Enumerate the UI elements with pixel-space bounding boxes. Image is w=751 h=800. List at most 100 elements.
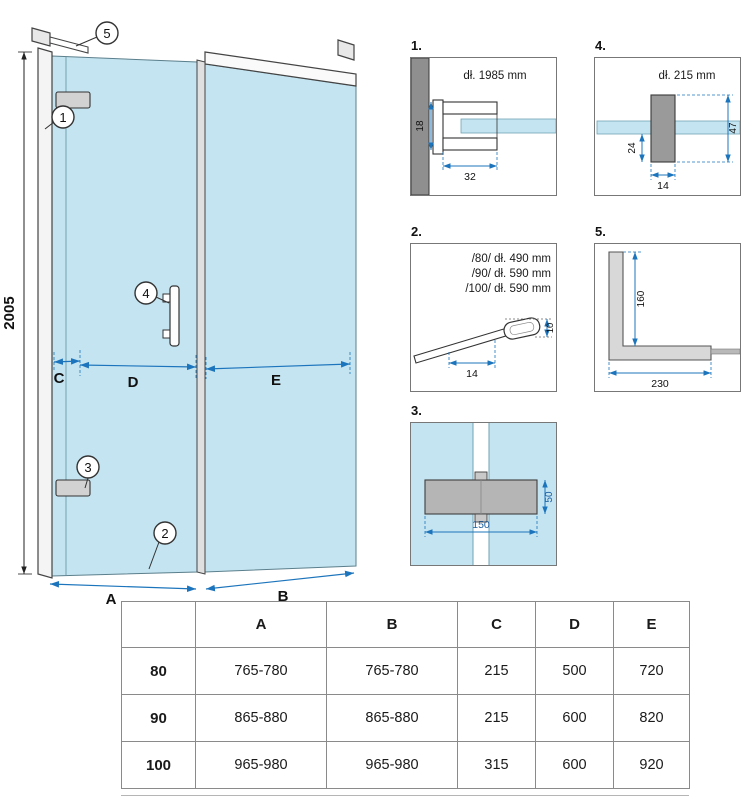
- detail-1-drawing: dł. 1985 mm 18 32: [410, 57, 557, 196]
- dimension-E: E: [205, 352, 351, 389]
- height-dimension-label: 2005: [1, 296, 18, 329]
- cell-100-B: 965-980: [326, 741, 458, 789]
- callout-2-number: 2: [161, 526, 168, 541]
- dim-24-label: 24: [627, 142, 638, 154]
- detail-4-drawing: dł. 215 mm 47 24 14: [596, 70, 741, 192]
- detail-2-label: 2.: [411, 224, 422, 239]
- table-header-D: D: [535, 601, 614, 648]
- detail-2-length-80: /80/ dł. 490 mm: [472, 253, 551, 265]
- detail-3-label: 3.: [411, 403, 422, 418]
- detail-2-box: /80/ dł. 490 mm /90/ dł. 590 mm /100/ dł…: [410, 243, 557, 392]
- table-header-C: C: [457, 601, 536, 648]
- wall-profile-section: [432, 99, 498, 155]
- dimension-14: 14: [448, 340, 496, 380]
- dim-A-label: A: [106, 591, 117, 608]
- right-glass-panel: [204, 63, 357, 573]
- wall-bracket-left: [31, 27, 51, 47]
- dimension-50: 50: [542, 480, 555, 514]
- cell-90-B: 865-880: [326, 694, 458, 742]
- dimension-47: 47: [677, 94, 739, 163]
- table-row-80: 80 765-780 765-780 215 500 720: [121, 647, 690, 695]
- dimension-10: 10: [505, 318, 556, 338]
- detail-5-drawing: 160 230: [608, 251, 741, 390]
- glass-strip: [710, 348, 741, 355]
- dim-50-label: 50: [544, 491, 555, 503]
- cell-90-C: 215: [457, 694, 536, 742]
- top-support-bar: [49, 36, 89, 54]
- dim-230-label: 230: [651, 378, 669, 390]
- callout-1-number: 1: [59, 110, 66, 125]
- size-table-container: A B C D E 80 765-780 765-780 215 500 720…: [121, 601, 690, 789]
- dim-47-label: 47: [728, 122, 739, 134]
- row-label-80: 80: [121, 647, 196, 695]
- size-table: A B C D E 80 765-780 765-780 215 500 720…: [121, 601, 690, 789]
- table-row-90: 90 865-880 865-880 215 600 820: [121, 694, 690, 742]
- cell-100-E: 920: [613, 741, 690, 789]
- detail-3-drawing: 150 50: [411, 423, 556, 565]
- dimension-18: 18: [415, 102, 434, 150]
- hinge-top: [55, 91, 91, 109]
- table-corner-cell: [121, 601, 196, 648]
- row-label-100: 100: [121, 741, 196, 789]
- dimension-150: 150: [424, 516, 538, 537]
- dim-18-label: 18: [415, 120, 426, 132]
- dimension-14: 14: [650, 164, 676, 192]
- detail-2-length-100: /100/ dł. 590 mm: [465, 283, 551, 295]
- cell-80-B: 765-780: [326, 647, 458, 695]
- table-cutoff-line: [121, 795, 689, 796]
- detail-3-box: 150 50: [410, 422, 557, 566]
- detail-1-length: dł. 1985 mm: [463, 70, 526, 82]
- detail-4-label: 4.: [595, 38, 606, 53]
- table-row-100: 100 965-980 965-980 315 600 920: [121, 741, 690, 789]
- glass-section: [460, 118, 557, 134]
- detail-4-length: dł. 215 mm: [659, 70, 716, 82]
- table-header-E: E: [613, 601, 690, 648]
- detail-2-drawing: /80/ dł. 490 mm /90/ dł. 590 mm /100/ dł…: [413, 253, 556, 380]
- table-header-row: A B C D E: [121, 601, 690, 648]
- callout-5-number: 5: [103, 26, 110, 41]
- hinge-bottom: [55, 479, 91, 497]
- dim-14-label: 14: [466, 368, 478, 380]
- detail-4-box: dł. 215 mm 47 24 14: [594, 57, 741, 196]
- callout-5: 5: [75, 21, 119, 47]
- callout-2: 2: [148, 521, 177, 570]
- dimension-160: 160: [623, 251, 647, 346]
- dimension-230: 230: [608, 362, 712, 390]
- table-header-A: A: [195, 601, 327, 648]
- dim-D-label: D: [128, 374, 139, 391]
- cell-80-C: 215: [457, 647, 536, 695]
- dimension-32: 32: [442, 152, 498, 183]
- detail-2-length-90: /90/ dł. 590 mm: [472, 268, 551, 280]
- cell-80-E: 720: [613, 647, 690, 695]
- cell-100-A: 965-980: [195, 741, 327, 789]
- detail-5-label: 5.: [595, 224, 606, 239]
- wall-profile: [37, 47, 53, 579]
- dim-150-label: 150: [472, 519, 490, 531]
- dimension-height: 2005: [1, 51, 32, 575]
- dim-10-label: 10: [545, 323, 556, 334]
- table-header-B: B: [326, 601, 458, 648]
- cell-90-D: 600: [535, 694, 614, 742]
- detail-1-box: dł. 1985 mm 18 32: [410, 57, 557, 196]
- cell-80-A: 765-780: [195, 647, 327, 695]
- dimension-A: A: [49, 581, 197, 608]
- dimension-D: D: [79, 355, 197, 391]
- dimension-B: B: [205, 570, 355, 605]
- dim-14-label: 14: [657, 180, 669, 192]
- glass-hinge: [424, 471, 538, 523]
- row-label-90: 90: [121, 694, 196, 742]
- l-profile: [608, 251, 712, 361]
- corner-post: [196, 59, 206, 575]
- callout-3-number: 3: [84, 460, 91, 475]
- main-drawing: 2005 C D E A B 5 1: [1, 21, 357, 608]
- callout-3: 3: [76, 455, 100, 489]
- cell-90-A: 865-880: [195, 694, 327, 742]
- dimension-24: 24: [627, 134, 645, 162]
- dim-160-label: 160: [636, 290, 647, 307]
- bar-clamp: [503, 317, 541, 340]
- detail-1-label: 1.: [411, 38, 422, 53]
- cell-80-D: 500: [535, 647, 614, 695]
- wall-bracket-right: [337, 39, 355, 61]
- callout-4: 4: [134, 281, 170, 305]
- profile-section: [650, 94, 676, 163]
